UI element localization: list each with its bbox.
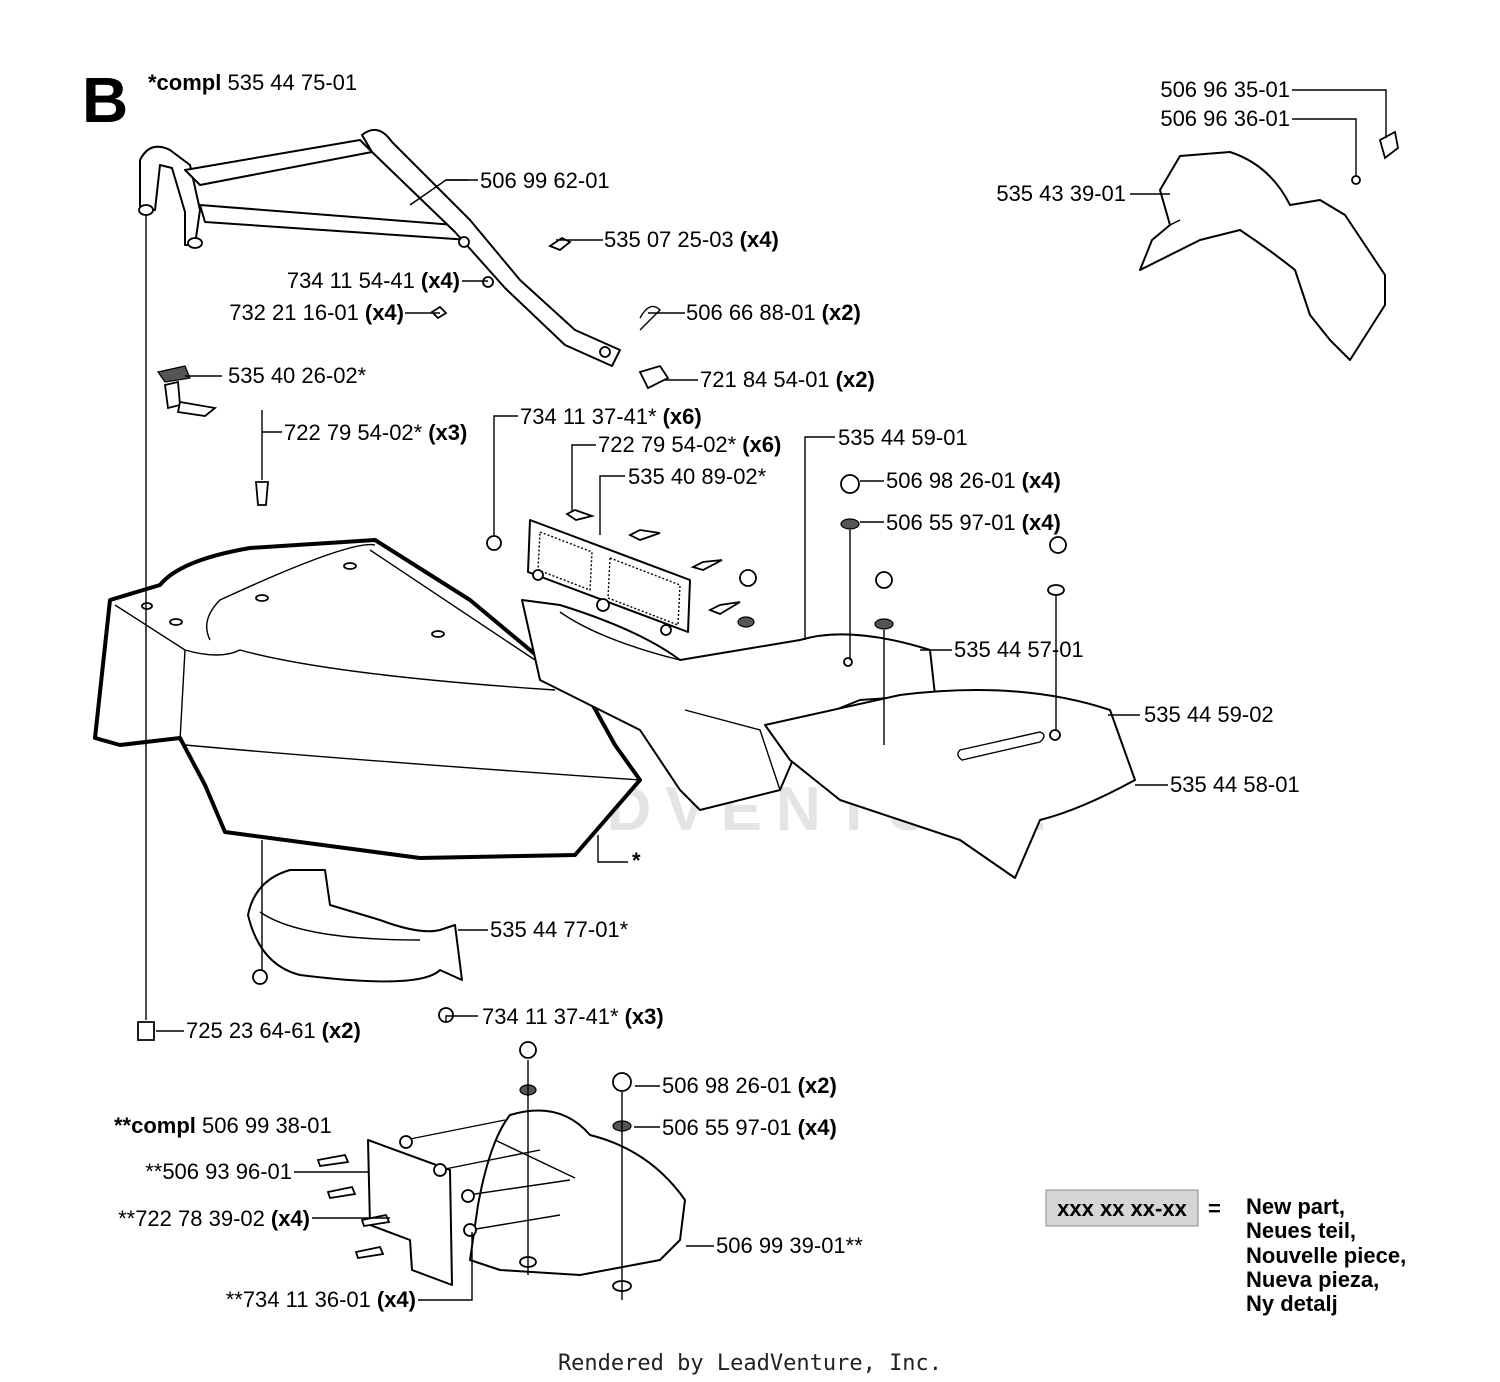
part-label-p29: 506 96 36-01: [1160, 106, 1290, 131]
legend: xxx xx xx-xx = New part, Neues teil, Nou…: [1045, 1189, 1406, 1316]
part-label-p11: 535 44 59-01: [838, 425, 968, 450]
part-label-p26: 506 99 39-01**: [716, 1233, 863, 1258]
part-label-p5: 506 66 88-01(x2): [686, 300, 861, 325]
part-label-p20: 734 11 37-41*(x3): [482, 1004, 664, 1029]
part-label-p30: 535 43 39-01: [996, 181, 1126, 206]
part-labels: 506 99 62-01 535 07 25-03(x4) 734 11 54-…: [114, 77, 1300, 1312]
part-label-p6: 721 84 54-01(x2): [700, 367, 875, 392]
part-label-p27: **734 11 36-01(x4): [226, 1287, 416, 1312]
part-label-p10: 722 79 54-02*(x6): [598, 432, 781, 457]
small-hardware: [156, 236, 1067, 630]
part-label-p13: 506 98 26-01(x4): [886, 468, 1061, 493]
footer-credit: Rendered by LeadVenture, Inc.: [558, 1351, 942, 1376]
legend-sample-box: [1045, 1189, 1199, 1227]
handle-bar: [138, 128, 621, 367]
part-label-p7: 535 40 26-02*: [228, 363, 367, 388]
bottom-subassembly: [316, 1041, 686, 1300]
main-assembly-label: *compl 535 44 75-01: [148, 70, 357, 95]
part-label-p4: 732 21 16-01(x4): [229, 300, 404, 325]
legend-line-1: New part,: [1246, 1194, 1345, 1219]
part-label-p8: 722 79 54-02*(x3): [284, 420, 467, 445]
cover-assembly: [521, 599, 1136, 879]
top-right-shield: [1139, 130, 1399, 361]
part-label-p14: 506 55 97-01(x4): [886, 510, 1061, 535]
legend-line-2: Neues teil,: [1246, 1218, 1356, 1243]
leader-lines: [156, 89, 1387, 1301]
part-label-p1: 506 99 62-01: [480, 168, 610, 193]
part-label-p23: 506 55 97-01(x4): [662, 1115, 837, 1140]
legend-equals: =: [1208, 1196, 1221, 1221]
grille-plate: [527, 519, 691, 636]
part-label-p16: 535 44 59-02: [1144, 702, 1274, 727]
legend-sample: xxx xx xx-xx: [1057, 1196, 1187, 1221]
part-label-p25: **722 78 39-02(x4): [118, 1206, 310, 1231]
legend-line-5: Ny detalj: [1246, 1291, 1338, 1316]
part-label-p19: 535 44 77-01*: [490, 917, 629, 942]
part-label-p24: **506 93 96-01: [145, 1159, 292, 1184]
part-label-p12: 535 40 89-02*: [628, 464, 767, 489]
legend-line-3: Nouvelle piece,: [1246, 1243, 1406, 1268]
section-letter: B: [82, 64, 128, 136]
part-label-p9: 734 11 37-41*(x6): [520, 404, 702, 429]
part-label-p3: 734 11 54-41(x4): [287, 268, 460, 293]
part-label-p21: 725 23 64-61(x2): [186, 1018, 361, 1043]
part-label-p15: 535 44 57-01: [954, 637, 1084, 662]
main-body-shell: [93, 538, 642, 860]
part-label-p17: 535 44 58-01: [1170, 772, 1300, 797]
legend-line-4: Nueva pieza,: [1246, 1267, 1379, 1292]
secondary-assembly-label: **compl 506 99 38-01: [114, 1113, 332, 1138]
part-label-p2: 535 07 25-03(x4): [604, 227, 779, 252]
part-label-p18: *: [632, 848, 641, 873]
part-label-p28: 506 96 35-01: [1160, 77, 1290, 102]
part-label-p22: 506 98 26-01(x2): [662, 1073, 837, 1098]
